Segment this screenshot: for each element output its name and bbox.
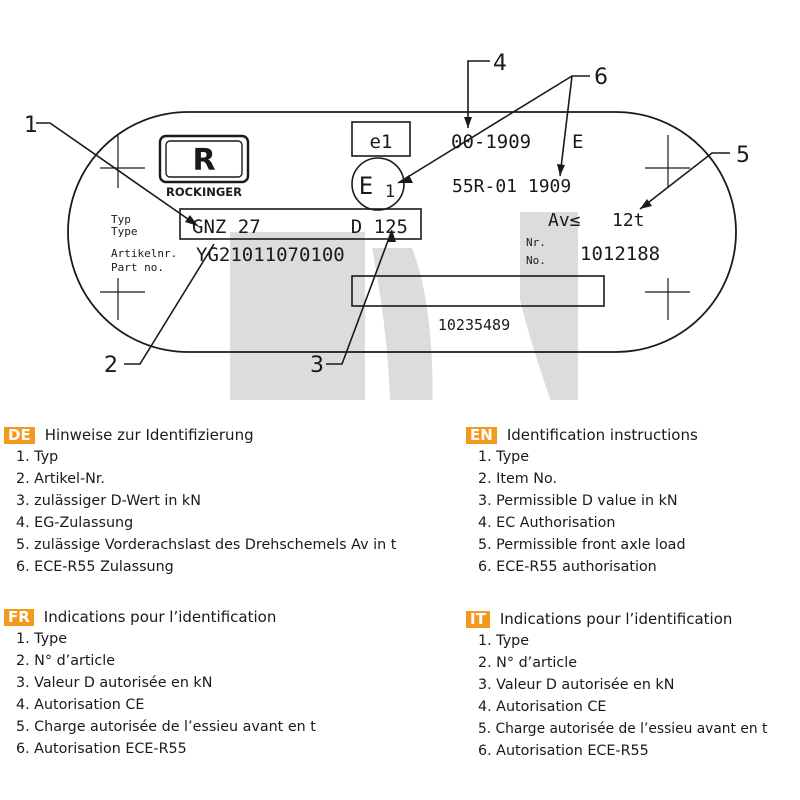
legend-title-it: Indications pour l’identification	[499, 610, 733, 628]
callout-3: 3	[310, 353, 324, 378]
leader-4	[467, 60, 490, 128]
leader-1	[36, 122, 199, 227]
plate-outline	[67, 111, 737, 353]
article-label-de: Artikelnr.	[111, 247, 177, 260]
no-label-de: Nr.	[526, 236, 546, 249]
legend-item: 4. EG-Zulassung	[16, 515, 134, 531]
legend-item: 3. Valeur D autorisée en kN	[16, 675, 213, 691]
legend-item: 3. Permissible D value in kN	[478, 493, 678, 509]
mounting-marks	[100, 135, 690, 320]
legend-it: IT Indications pour l’identification 1. …	[466, 608, 796, 762]
ece-mark: E	[359, 172, 373, 200]
legend-de: DE Hinweise zur Identifizierung 1. Typ 2…	[4, 424, 464, 578]
av-value: 12t	[612, 210, 645, 231]
lang-badge-de: DE	[4, 426, 35, 444]
legend-item: 2. Item No.	[478, 471, 558, 487]
legend-item: 6. Autorisation ECE-R55	[478, 743, 649, 759]
legend-item: 6. ECE-R55 authorisation	[478, 559, 657, 575]
type-box	[179, 208, 422, 240]
type-label-en: Type	[111, 225, 138, 238]
callout-6: 6	[594, 65, 608, 90]
rockinger-logo: R ROCKINGER	[158, 134, 250, 199]
legend-item: 1. Type	[478, 633, 530, 649]
leader-6b	[559, 75, 573, 177]
d-value: D 125	[351, 216, 408, 238]
ec-mark: e1	[370, 131, 393, 153]
ece-approval-number: 55R-01 1909	[452, 176, 571, 197]
type-label-de: Typ	[111, 213, 131, 226]
ece-mark-subscript: 1	[385, 182, 395, 202]
legend-title-en: Identification instructions	[506, 426, 698, 444]
legend-item: 1. Type	[16, 631, 68, 647]
lang-badge-fr: FR	[4, 608, 34, 626]
ec-approval-suffix: E	[572, 131, 583, 153]
legend-item: 2. Artikel-Nr.	[16, 471, 105, 487]
lang-badge-en: EN	[466, 426, 497, 444]
callout-1: 1	[24, 113, 38, 138]
brand-name: ROCKINGER	[166, 185, 242, 199]
legend-item: 3. Valeur D autorisée en kN	[478, 677, 675, 693]
leader-2	[124, 243, 215, 365]
no-value: 1012188	[580, 243, 660, 265]
serial-number: 10235489	[438, 316, 510, 334]
callout-leaders	[36, 60, 730, 365]
legend-en: EN Identification instructions 1. Type 2…	[466, 424, 800, 578]
legend-fr: FR Indications pour l’identification 1. …	[4, 606, 344, 760]
lang-badge-it: IT	[466, 610, 490, 628]
legend-item: 5. Charge autorisée de l’essieu avant en…	[478, 721, 768, 737]
article-label-en: Part no.	[111, 261, 164, 274]
legend-title-de: Hinweise zur Identifizierung	[44, 426, 254, 444]
legend-item: 6. Autorisation ECE-R55	[16, 741, 187, 757]
legend-item: 4. Autorisation CE	[16, 697, 145, 713]
ece-mark-circle	[351, 157, 405, 211]
legend-item: 2. N° d’article	[16, 653, 116, 669]
legend-item: 5. zulässige Vorderachslast des Drehsche…	[16, 537, 397, 553]
type-plate-diagram: R ROCKINGER e1 00-1909 E E 1 55R-01 1909…	[24, 51, 750, 400]
legend-item: 1. Typ	[16, 449, 59, 465]
legend-item: 3. zulässiger D-Wert in kN	[16, 493, 201, 509]
legend-title-fr: Indications pour l’identification	[43, 608, 277, 626]
article-value: YG21011070100	[196, 244, 345, 266]
leader-5	[639, 152, 730, 210]
callout-arrowheads	[185, 117, 652, 242]
callout-4: 4	[493, 51, 507, 76]
callout-2: 2	[104, 353, 118, 378]
av-label: Av≤	[548, 210, 581, 231]
legend-item: 1. Type	[478, 449, 530, 465]
legend-item: 6. ECE-R55 Zulassung	[16, 559, 174, 575]
ec-approval-number: 00-1909	[451, 131, 531, 153]
legend-item: 5. Permissible front axle load	[478, 537, 686, 553]
no-label-en: No.	[526, 254, 546, 267]
logo-letter: R	[192, 143, 215, 178]
serial-box	[351, 275, 605, 307]
type-value: GNZ 27	[192, 216, 261, 238]
legend-item: 4. EC Authorisation	[478, 515, 616, 531]
legend-item: 5. Charge autorisée de l’essieu avant en…	[16, 719, 316, 735]
leader-3	[326, 229, 393, 365]
legend-item: 4. Autorisation CE	[478, 699, 607, 715]
callout-5: 5	[736, 143, 750, 168]
legend-item: 2. N° d’article	[478, 655, 578, 671]
ec-mark-box	[351, 121, 411, 157]
